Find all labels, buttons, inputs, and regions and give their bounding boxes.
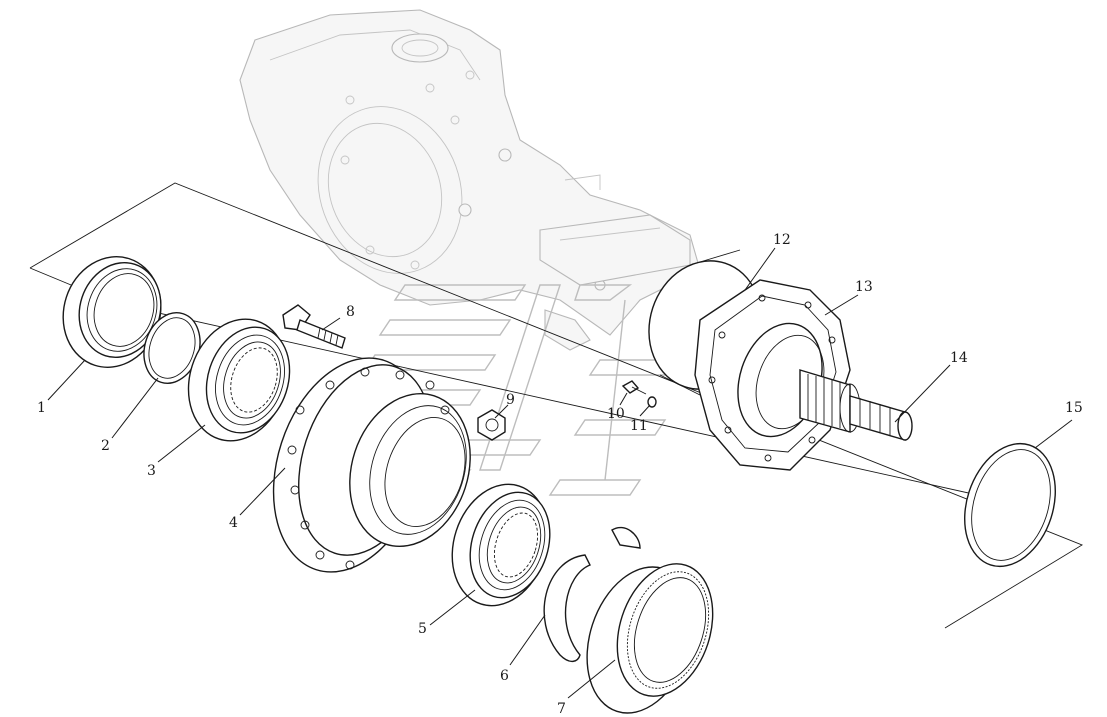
callout-4: 4 [229, 515, 238, 531]
callout-1: 1 [37, 400, 46, 416]
leader-lines [47, 247, 1073, 699]
callout-8: 8 [346, 304, 355, 320]
callout-10: 10 [607, 406, 625, 422]
callout-6: 6 [500, 668, 509, 684]
callout-12: 12 [773, 232, 791, 248]
callout-15: 15 [1065, 400, 1083, 416]
callout-14: 14 [950, 350, 968, 366]
callouts: 1 2 3 4 5 6 7 8 9 10 11 12 13 14 15 [37, 232, 1083, 717]
part-5-bearing [451, 483, 551, 607]
callout-13: 13 [855, 279, 873, 295]
callout-11: 11 [630, 418, 648, 434]
part-7-ring-gear [586, 526, 714, 714]
callout-7: 7 [557, 701, 566, 717]
part-1-oil-seal [62, 256, 162, 368]
callout-3: 3 [147, 463, 156, 479]
axle-housing [239, 9, 701, 351]
callout-9: 9 [506, 392, 515, 408]
part-11-washer [647, 396, 657, 408]
callout-5: 5 [418, 621, 427, 637]
part-9-nut [477, 409, 506, 441]
part-8-wheel-bolt [282, 304, 346, 349]
part-15-ring [964, 442, 1056, 568]
part-4-wheel-hub [272, 357, 471, 573]
callout-2: 2 [101, 438, 110, 454]
part-10-bolt [621, 380, 647, 395]
part-6-snap-ring [543, 554, 591, 663]
part-13-flange [694, 279, 851, 471]
part-3-bearing [187, 318, 291, 442]
part-14-shaft [799, 369, 913, 441]
